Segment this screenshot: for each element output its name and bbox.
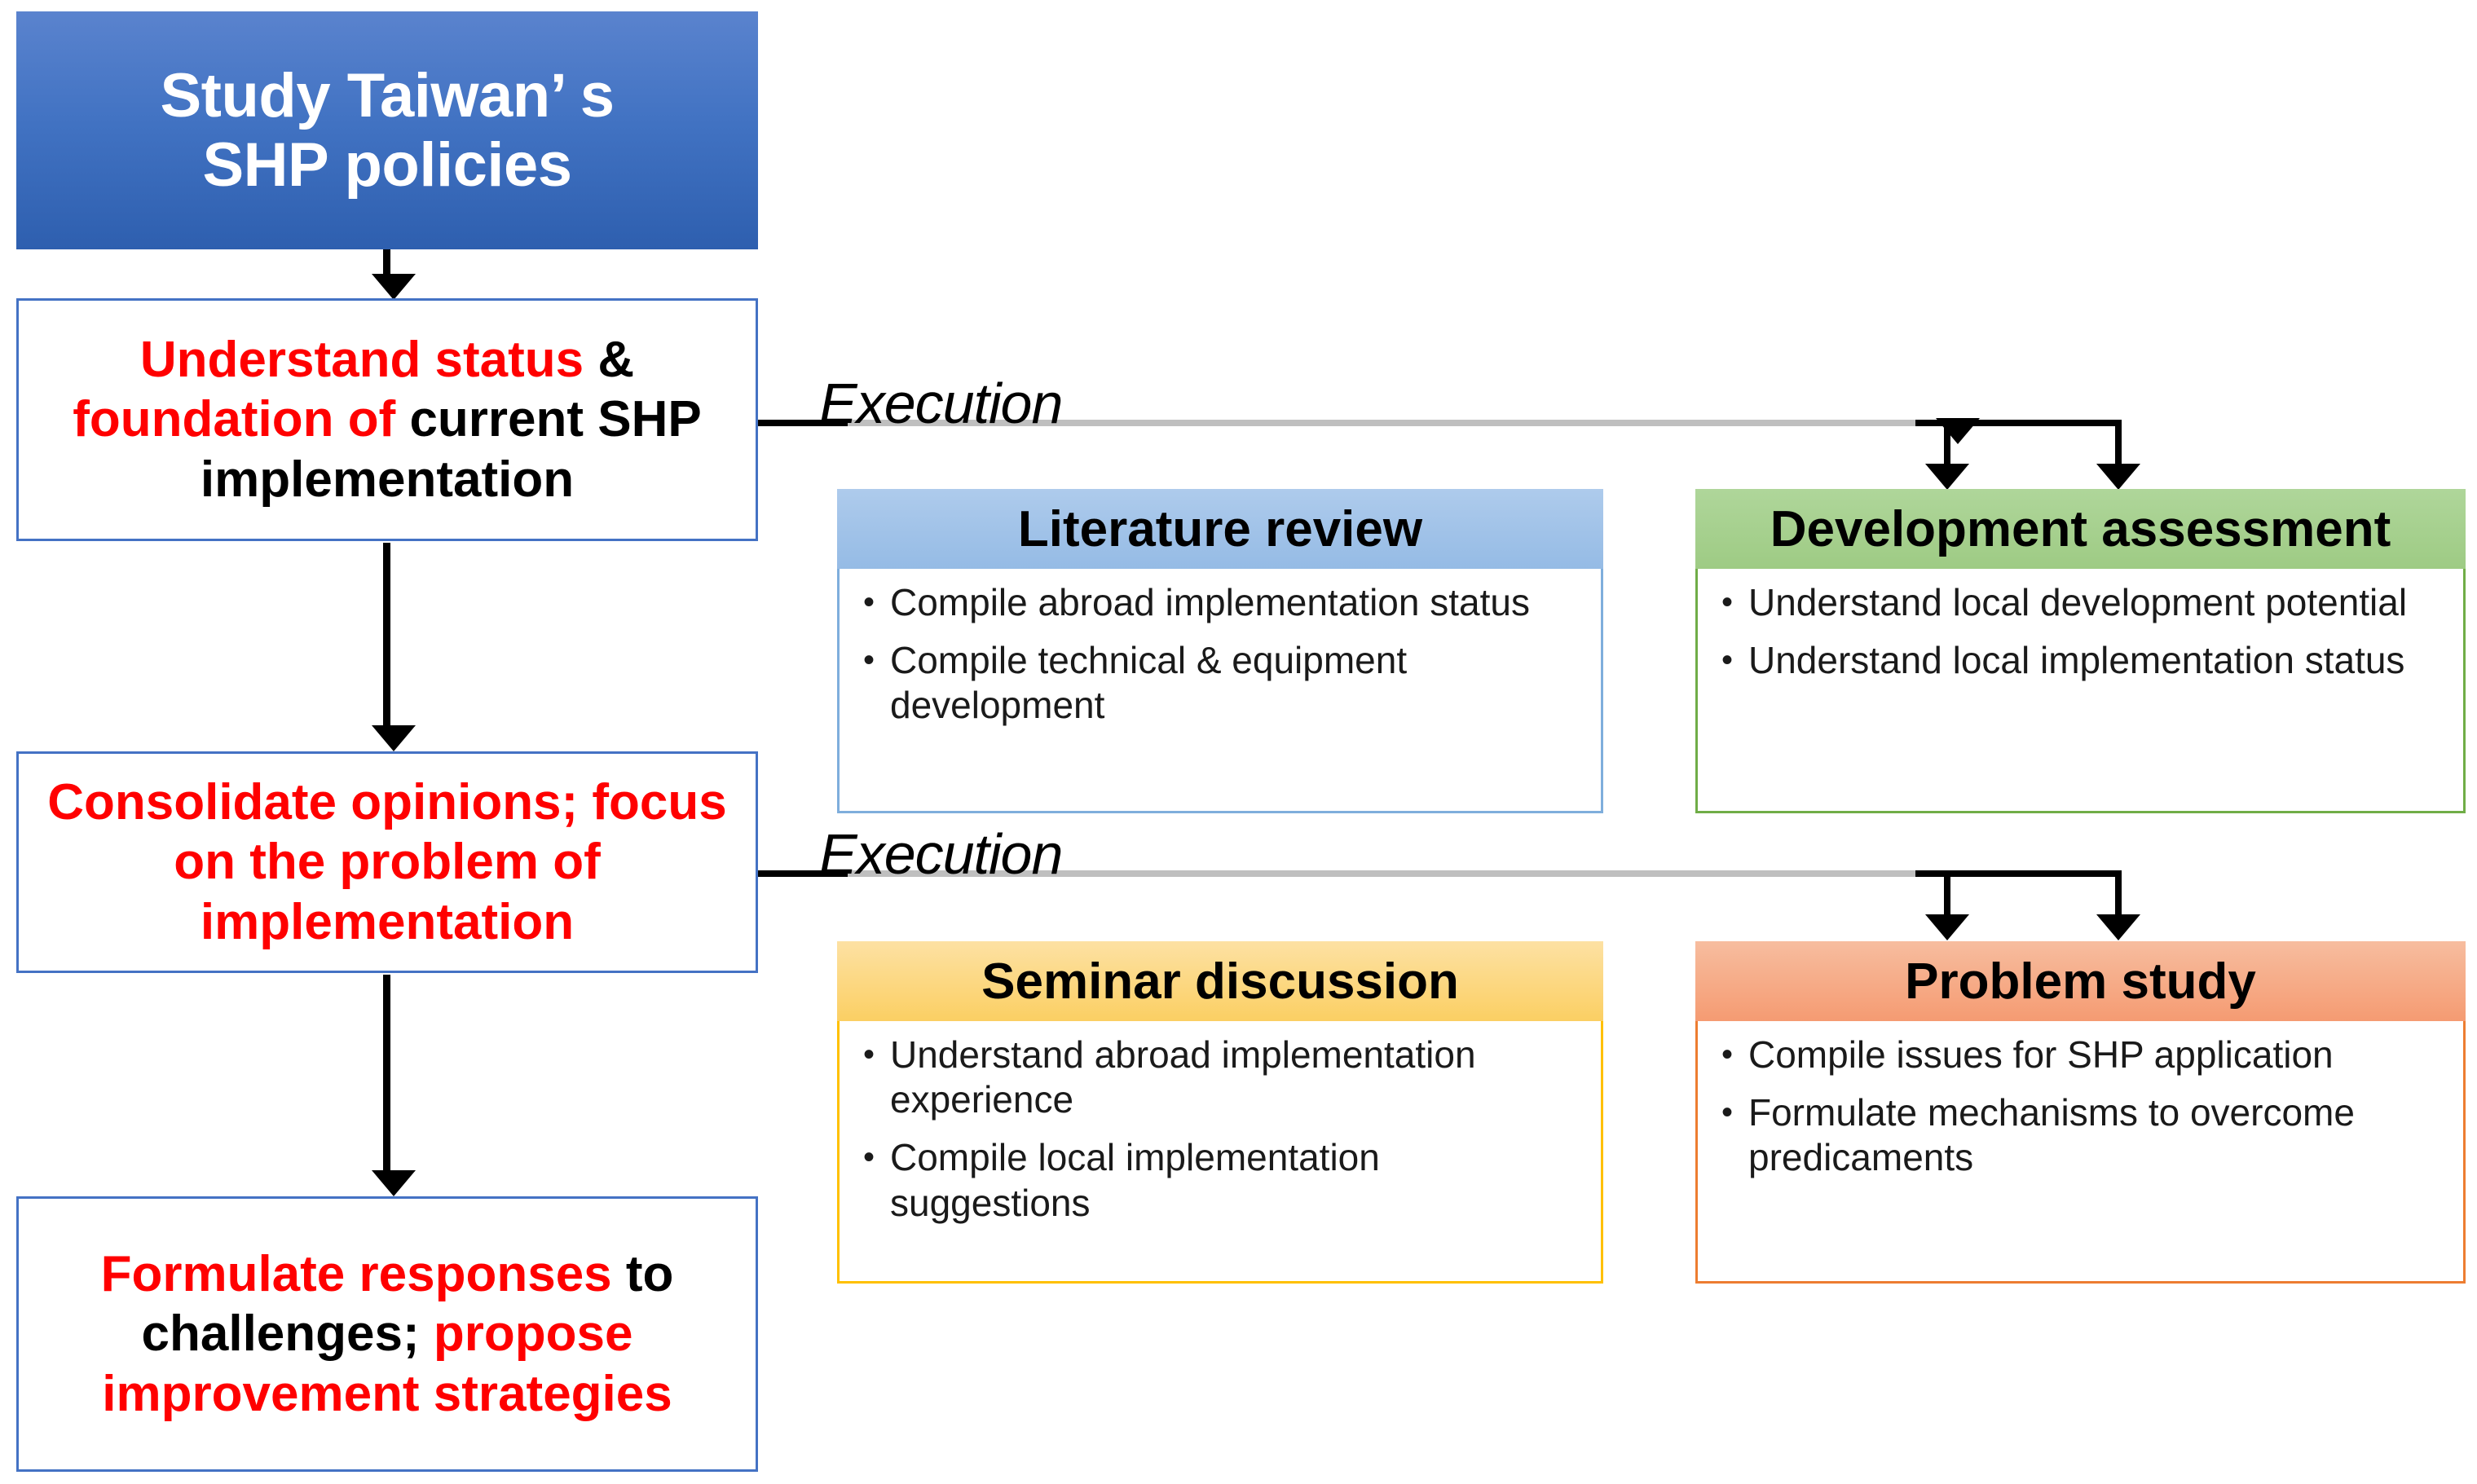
card-problem-study: Problem study • Compile issues for SHP a…: [1695, 941, 2466, 1284]
bullet-text: Compile abroad implementation status: [890, 581, 1530, 623]
card-seminar-discussion-title: Seminar discussion: [837, 941, 1603, 1021]
card-development-assessment: Development assessment • Understand loca…: [1695, 489, 2466, 813]
branch-lower-drop-problem: [2096, 870, 2140, 940]
bullet-text: Compile local implementation suggestions: [890, 1136, 1380, 1224]
step1-seg-1: Understand status: [139, 332, 598, 389]
title-line-2: SHP policies: [202, 130, 572, 200]
step3-formulate-responses-box: Formulate responses to challenges; propo…: [16, 1196, 758, 1472]
study-title-box: Study Taiwan’ s SHP policies: [16, 11, 758, 249]
bullet-icon: •: [862, 1139, 875, 1176]
card-development-assessment-title: Development assessment: [1695, 489, 2466, 569]
branch-upper-right-corner: [2096, 420, 2188, 493]
execution-label-upper: Execution: [819, 372, 1063, 435]
step2-text: Consolidate opinions; focus on the probl…: [19, 773, 756, 951]
branch-connector-lower: [758, 870, 2119, 944]
branch-lower-right-line: [1915, 870, 2119, 877]
list-item: • Compile issues for SHP application: [1706, 1033, 2448, 1077]
card-literature-review: Literature review • Compile abroad imple…: [837, 489, 1603, 813]
bullet-icon: •: [1721, 642, 1733, 679]
title-line-1: Study Taiwan’ s: [160, 60, 615, 130]
step1-seg-3: foundation of: [73, 391, 410, 448]
step2-consolidate-opinions-box: Consolidate opinions; focus on the probl…: [16, 751, 758, 973]
bullet-text: Formulate mechanisms to overcome predica…: [1748, 1091, 2355, 1179]
card-problem-study-title: Problem study: [1695, 941, 2466, 1021]
bullet-text: Understand local development potential: [1748, 581, 2408, 623]
execution-label-lower: Execution: [819, 822, 1063, 886]
card-seminar-discussion-body: • Understand abroad implementation exper…: [837, 1021, 1603, 1284]
bullet-text: Compile issues for SHP application: [1748, 1033, 2334, 1076]
card-literature-review-title: Literature review: [837, 489, 1603, 569]
branch-lower-stub: [758, 870, 848, 877]
study-title-text: Study Taiwan’ s SHP policies: [160, 60, 615, 200]
bullet-text: Understand local implementation status: [1748, 639, 2405, 682]
step1-text: Understand status & foundation of curren…: [19, 330, 756, 509]
bullet-icon: •: [862, 642, 875, 679]
bullet-icon: •: [862, 1037, 875, 1072]
card-development-assessment-body: • Understand local development potential…: [1695, 569, 2466, 813]
list-item: • Understand abroad implementation exper…: [848, 1033, 1586, 1122]
arrow-step1-to-step2: [372, 543, 416, 751]
step1-understand-status-box: Understand status & foundation of curren…: [16, 298, 758, 541]
branch-upper-stub: [758, 420, 848, 426]
branch-upper-grey-line: [848, 420, 1915, 426]
step2-seg-1: Consolidate opinions; focus on the probl…: [47, 774, 727, 950]
list-item: • Understand local implementation status: [1706, 638, 2448, 683]
bullet-text: Compile technical & equipment developmen…: [890, 639, 1408, 727]
step3-seg-3: propose improvement strategies: [102, 1306, 672, 1422]
branch-lower-right-corner: [2096, 870, 2188, 944]
card-problem-study-body: • Compile issues for SHP application • F…: [1695, 1021, 2466, 1284]
list-item: • Compile technical & equipment developm…: [848, 638, 1586, 728]
step3-seg-1: Formulate responses: [100, 1246, 626, 1303]
step1-seg-4: current SHP implementation: [200, 391, 702, 508]
card-literature-review-body: • Compile abroad implementation status •…: [837, 569, 1603, 813]
step3-seg-2: to challenges;: [141, 1246, 674, 1363]
bullet-icon: •: [862, 584, 875, 620]
branch-upper-right-line: [1915, 420, 2119, 426]
list-item: • Formulate mechanisms to overcome predi…: [1706, 1090, 2448, 1180]
list-item: • Compile local implementation suggestio…: [848, 1135, 1586, 1225]
step3-text: Formulate responses to challenges; propo…: [19, 1244, 756, 1423]
card-seminar-discussion: Seminar discussion • Understand abroad i…: [837, 941, 1603, 1284]
bullet-icon: •: [1721, 584, 1733, 620]
bullet-text: Understand abroad implementation experie…: [890, 1033, 1476, 1121]
arrow-step2-to-step3: [372, 975, 416, 1196]
step1-seg-2: &: [597, 332, 635, 389]
list-item: • Understand local development potential: [1706, 580, 2448, 625]
arrow-title-to-step1: [372, 249, 416, 300]
branch-lower-drop-seminar: [1925, 870, 1969, 940]
bullet-icon: •: [1721, 1037, 1733, 1072]
list-item: • Compile abroad implementation status: [848, 580, 1586, 625]
branch-lower-grey-line: [848, 870, 1915, 877]
branch-connector-upper: [758, 418, 2119, 493]
bullet-icon: •: [1721, 1094, 1733, 1131]
branch-upper-drop-development: [2096, 420, 2140, 490]
